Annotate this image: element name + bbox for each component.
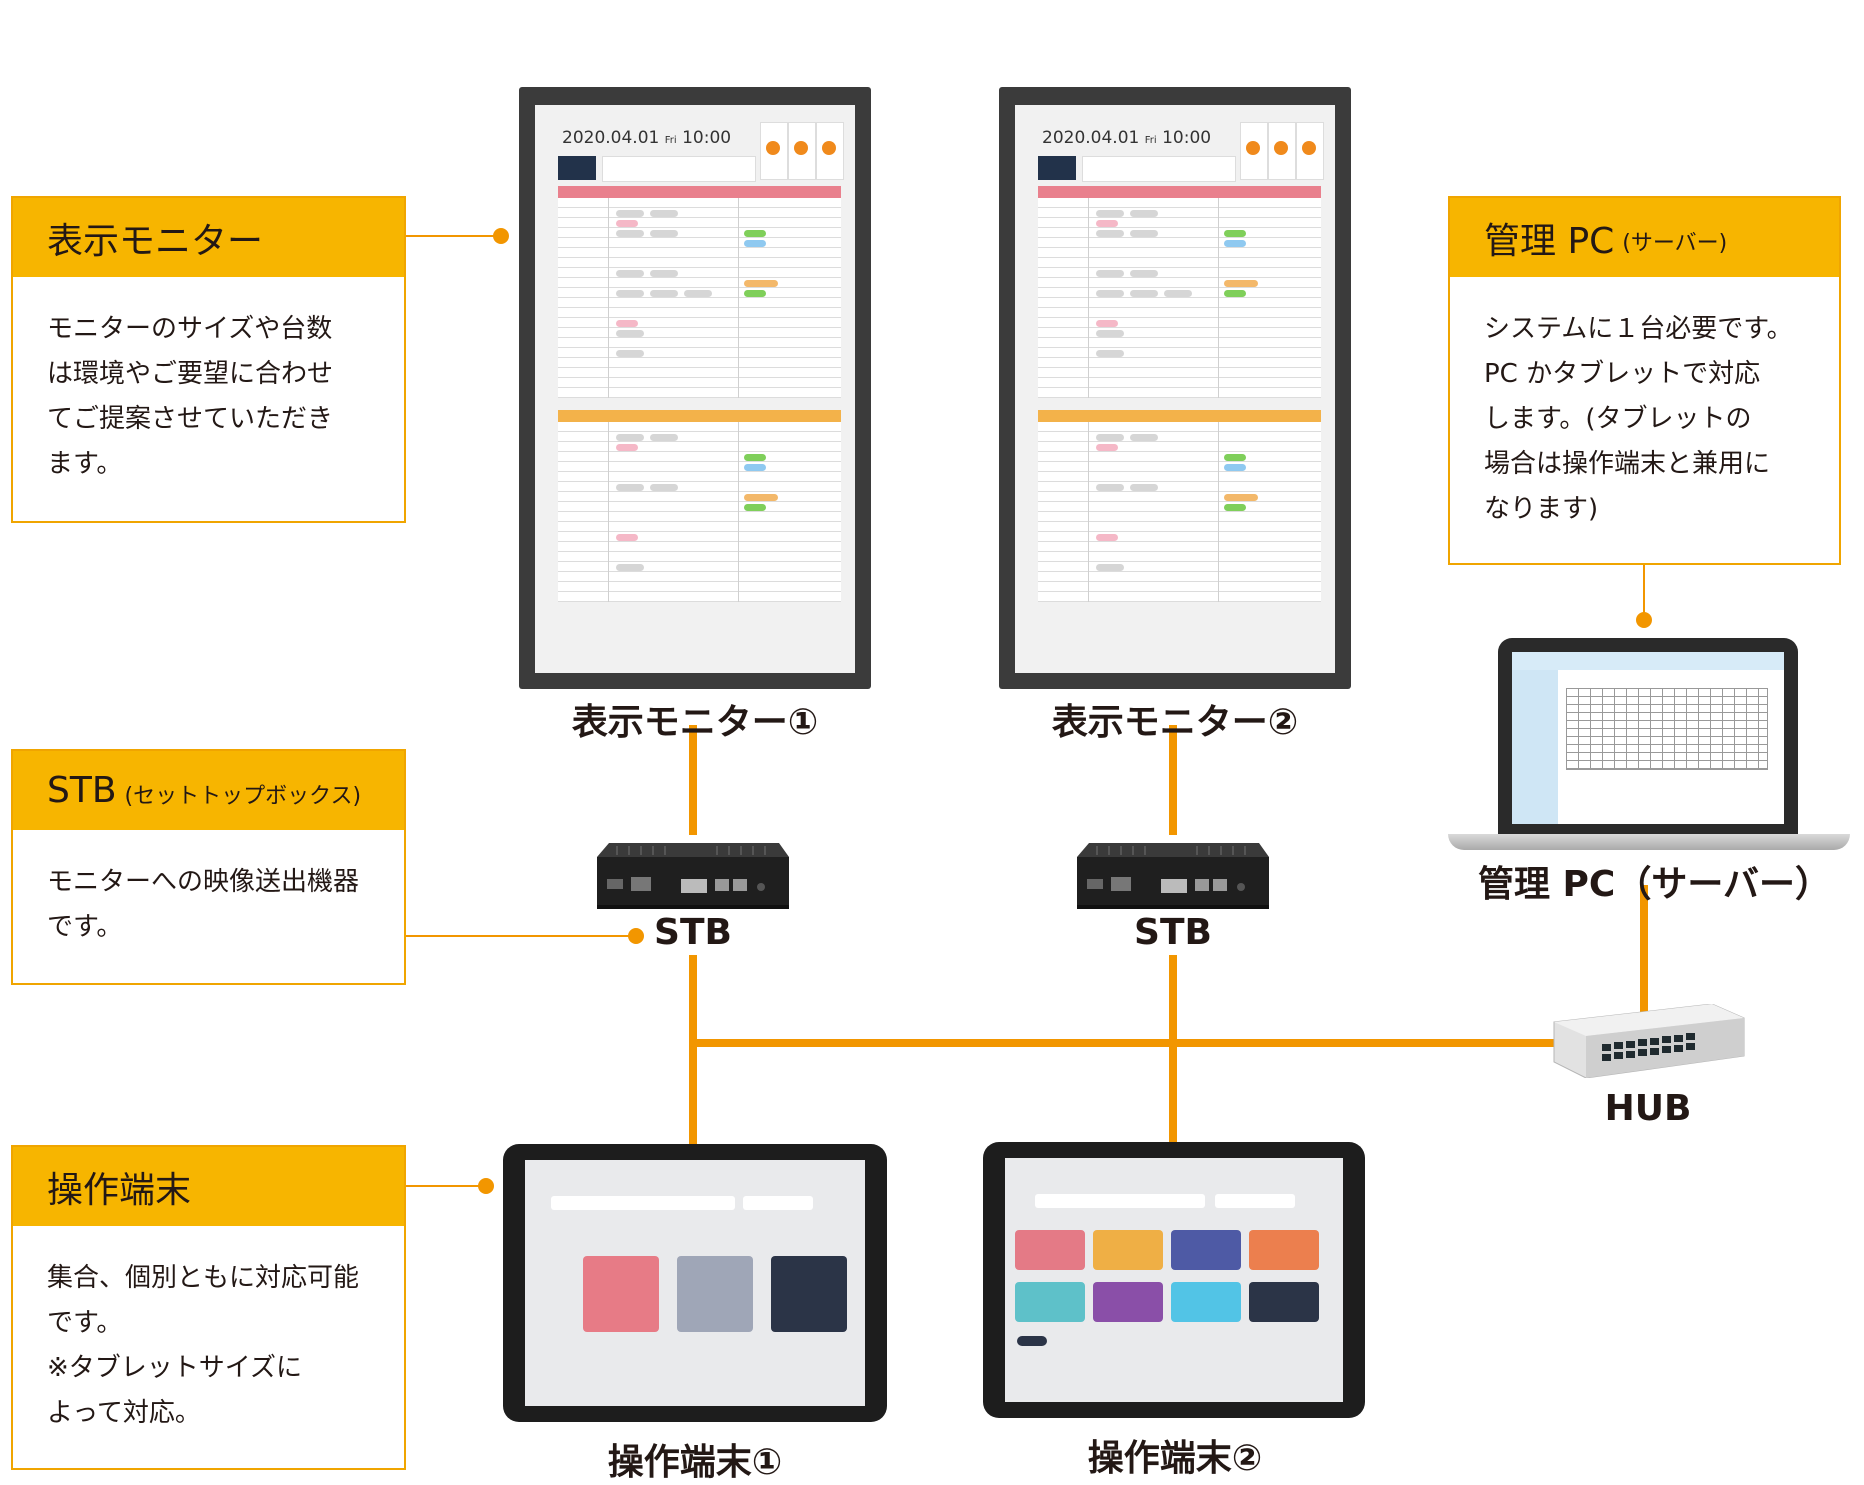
callout-terminal: 操作端末 集合、個別ともに対応可能 です。 ※タブレットサイズに よって対応。 (11, 1145, 406, 1470)
line-stb1-tablet1 (689, 955, 697, 1145)
tablet-1-date-box (743, 1196, 813, 1210)
tablet-1-screen (525, 1160, 865, 1406)
leader-stb (405, 935, 635, 937)
leader-terminal-dot (478, 1178, 494, 1194)
leader-monitor-dot (493, 228, 509, 244)
line-stb2-tablet2 (1169, 955, 1177, 1145)
tablet-terminal-1 (503, 1144, 887, 1422)
callout-server-title: 管理 PC(サーバー) (1450, 198, 1839, 277)
label-terminal-1: 操作端末① (607, 1442, 783, 1483)
laptop-screen (1512, 652, 1784, 824)
laptop-base (1448, 834, 1850, 850)
line-network-bus (689, 1039, 1559, 1047)
tablet-2-tile-4 (1249, 1230, 1319, 1270)
callout-stb: STB(セットトップボックス) モニターへの映像送出機器 です。 (11, 749, 406, 985)
label-stb-1: STB (654, 912, 732, 953)
hub-icon (1553, 1003, 1745, 1079)
callout-server-subtitle: (サーバー) (1622, 230, 1728, 256)
monitor-1-screen: 2020.04.01 Fri 10:00 (535, 105, 855, 673)
section-header-2 (558, 410, 841, 422)
stb-2-icon (1077, 843, 1269, 909)
leader-terminal (405, 1185, 485, 1187)
callout-monitor-title: 表示モニター (13, 198, 404, 277)
label-monitor-1: 表示モニター① (571, 702, 819, 743)
display-monitor-1: 2020.04.01 Fri 10:00 (519, 87, 871, 689)
schedule-board: 2020.04.01 Fri 10:00 (1028, 114, 1325, 625)
leader-server-dot (1636, 612, 1652, 628)
tablet-2-back-button (1017, 1336, 1047, 1346)
label-terminal-2: 操作端末② (1087, 1438, 1263, 1479)
label-monitor-2: 表示モニター② (1051, 702, 1299, 743)
label-hub: HUB (1604, 1088, 1692, 1129)
section-header-1 (1038, 186, 1321, 198)
weather-icon (1240, 122, 1268, 180)
monitor-1-date: 2020.04.01 Fri 10:00 (562, 128, 732, 148)
schedule-board: 2020.04.01 Fri 10:00 (548, 114, 845, 625)
leader-monitor (405, 235, 500, 237)
tablet-2-tile-7 (1171, 1282, 1241, 1322)
tablet-1-tile-2 (677, 1256, 753, 1332)
callout-terminal-body: 集合、個別ともに対応可能 です。 ※タブレットサイズに よって対応。 (47, 1263, 360, 1428)
stb-device-1 (597, 843, 789, 911)
tablet-2-tile-1 (1015, 1230, 1085, 1270)
line-monitor1-stb1 (689, 725, 697, 835)
callout-stb-body: モニターへの映像送出機器 です。 (47, 867, 360, 942)
callout-monitor: 表示モニター モニターのサイズや台数 は環境やご要望に合わせ てご提案させていた… (11, 196, 406, 523)
section-header-1 (558, 186, 841, 198)
stb-1-icon (597, 843, 789, 909)
laptop-sidebar (1512, 652, 1558, 824)
weather-icon (1296, 122, 1324, 180)
monitor-2-screen: 2020.04.01 Fri 10:00 (1015, 105, 1335, 673)
tablet-1-tile-3 (771, 1256, 847, 1332)
callout-stb-subtitle: (セットトップボックス) (124, 783, 362, 809)
schedule-grid-2 (558, 422, 841, 602)
stb-device-2 (1077, 843, 1269, 911)
tablet-2-tile-3 (1171, 1230, 1241, 1270)
news-badge (558, 156, 596, 180)
schedule-grid-2 (1038, 422, 1321, 602)
tablet-1-search-bar (551, 1196, 735, 1210)
laptop-topbar (1512, 652, 1784, 670)
leader-server (1643, 563, 1645, 618)
callout-stb-title: STB(セットトップボックス) (13, 751, 404, 830)
news-ticker (602, 156, 756, 182)
tablet-terminal-2 (983, 1142, 1365, 1418)
display-monitor-2: 2020.04.01 Fri 10:00 (999, 87, 1351, 689)
schedule-grid-1 (1038, 198, 1321, 398)
tablet-2-screen (1005, 1158, 1343, 1402)
tablet-1-tile-1 (583, 1256, 659, 1332)
label-server: 管理 PC（サーバー） (1478, 864, 1831, 905)
tablet-2-search-bar (1035, 1194, 1205, 1208)
callout-server-body: システムに１台必要です。 PC かタブレットで対応 します。(タブレットの 場合… (1484, 314, 1793, 524)
weather-icon (816, 122, 844, 180)
tablet-2-tile-2 (1093, 1230, 1163, 1270)
line-monitor2-stb2 (1169, 725, 1177, 835)
tablet-2-tile-6 (1093, 1282, 1163, 1322)
news-badge (1038, 156, 1076, 180)
tablet-2-tile-5 (1015, 1282, 1085, 1322)
callout-monitor-body: モニターのサイズや台数 は環境やご要望に合わせ てご提案させていただき ます。 (47, 314, 334, 479)
monitor-2-date: 2020.04.01 Fri 10:00 (1042, 128, 1212, 148)
weather-icon (1268, 122, 1296, 180)
schedule-grid-1 (558, 198, 841, 398)
leader-stb-dot (628, 928, 644, 944)
tablet-2-date-box (1215, 1194, 1295, 1208)
news-ticker (1082, 156, 1236, 182)
callout-terminal-title: 操作端末 (13, 1147, 404, 1226)
label-stb-2: STB (1134, 912, 1212, 953)
weather-icon (760, 122, 788, 180)
line-server-hub (1640, 885, 1648, 1015)
callout-server: 管理 PC(サーバー) システムに１台必要です。 PC かタブレットで対応 しま… (1448, 196, 1841, 565)
weather-icon (788, 122, 816, 180)
section-header-2 (1038, 410, 1321, 422)
tablet-2-tile-8 (1249, 1282, 1319, 1322)
laptop-table (1566, 688, 1768, 770)
network-hub (1548, 1003, 1748, 1079)
